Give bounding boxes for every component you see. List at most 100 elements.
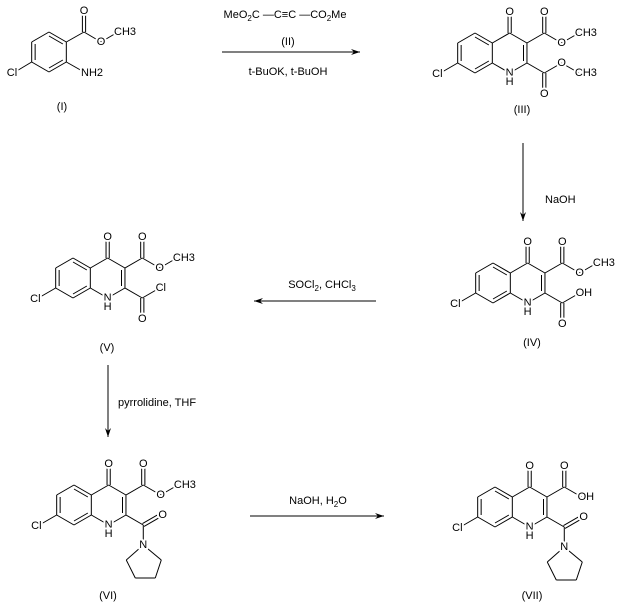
aromatic-inner-bond xyxy=(72,261,88,271)
atom-label: O xyxy=(540,88,549,100)
bond xyxy=(544,292,563,304)
bond xyxy=(107,257,126,269)
reagent-formula-dmad: MeO2C —C≡C —CO2Me xyxy=(224,9,347,23)
bond xyxy=(546,516,565,528)
bond xyxy=(477,486,496,498)
bond xyxy=(527,292,546,304)
bond xyxy=(512,486,530,498)
bond xyxy=(579,262,598,274)
arrowhead-icon xyxy=(254,298,263,304)
bond xyxy=(529,516,548,528)
bond xyxy=(31,61,50,73)
bond xyxy=(527,262,546,274)
atom-label: N xyxy=(139,539,147,551)
aromatic-inner-bond xyxy=(73,512,89,522)
atom-label: O xyxy=(558,236,567,248)
methyl-label: CH3 xyxy=(174,479,196,491)
atom-label: O xyxy=(104,458,113,470)
compound-label: (III) xyxy=(514,104,531,116)
pyrrolidine-bond xyxy=(154,559,162,579)
bond xyxy=(494,486,513,498)
atom-label: O xyxy=(557,57,566,69)
aromatic-inner-bond xyxy=(72,285,88,295)
atom-label: H xyxy=(506,76,514,88)
bond xyxy=(440,62,458,74)
bond xyxy=(160,484,179,496)
atom-label: O xyxy=(138,231,147,243)
atom-label: O xyxy=(557,37,566,49)
atom-label: OH xyxy=(578,491,595,503)
bond xyxy=(100,31,119,43)
atom-label: N xyxy=(105,519,113,531)
atom-label: O xyxy=(97,36,106,48)
atom-label: O xyxy=(158,509,167,521)
bond xyxy=(159,257,178,269)
atom-label: N xyxy=(526,521,534,533)
bond xyxy=(107,287,126,299)
bond xyxy=(458,292,476,304)
bond xyxy=(509,62,528,74)
double-bond xyxy=(564,517,583,529)
reagent-label-ii: (II) xyxy=(281,36,294,48)
bond xyxy=(544,32,562,44)
compound-label: (IV) xyxy=(523,337,541,349)
aromatic-inner-bond xyxy=(73,488,89,498)
pyrrolidine-bond xyxy=(125,544,144,561)
atom-label: O xyxy=(525,460,534,472)
atom-label: H xyxy=(524,306,532,318)
atom-label: H xyxy=(104,301,112,313)
atom-label: N xyxy=(524,297,532,309)
bond xyxy=(143,484,161,496)
atom-label: Cl xyxy=(156,282,166,294)
methyl-label: CH3 xyxy=(114,26,136,38)
aromatic-inner-bond xyxy=(48,59,64,69)
bond xyxy=(477,516,496,528)
aromatic-inner-bond xyxy=(474,36,490,46)
bond xyxy=(72,287,91,299)
bonds xyxy=(14,12,598,581)
aromatic-inner-bond xyxy=(474,60,490,70)
aromatic-inner-bond xyxy=(494,514,510,524)
bond xyxy=(66,61,85,73)
bond xyxy=(529,486,548,498)
atom-label: Cl xyxy=(450,298,460,310)
atom-label: O xyxy=(540,6,549,18)
bond xyxy=(48,31,67,43)
atom-label: O xyxy=(560,460,569,472)
double-bond xyxy=(142,513,161,525)
bond xyxy=(38,287,56,299)
atom-label: Cl xyxy=(432,68,442,80)
atom-label: H xyxy=(526,530,534,542)
bond xyxy=(544,262,563,274)
bond xyxy=(83,31,102,43)
pyrrolidine-bond xyxy=(563,546,583,563)
bond xyxy=(561,32,580,44)
bond xyxy=(492,292,511,304)
bond xyxy=(125,484,144,496)
pyrrolidine-bond xyxy=(575,561,583,581)
atom-label: O xyxy=(156,489,165,501)
bond xyxy=(108,514,127,526)
bond xyxy=(56,484,75,496)
bond xyxy=(90,287,108,299)
methyl-label: CH3 xyxy=(575,67,597,79)
atom-label: O xyxy=(505,6,514,18)
bond xyxy=(55,257,74,269)
bond xyxy=(561,62,580,74)
methyl-label: CH3 xyxy=(575,27,597,39)
methyl-label: CH3 xyxy=(593,257,615,269)
atom-label: O xyxy=(558,318,567,330)
atom-label: H xyxy=(105,528,113,540)
bond xyxy=(90,257,108,269)
arrowhead-icon xyxy=(520,212,526,221)
arrowhead-icon xyxy=(375,513,384,519)
bond xyxy=(475,262,494,274)
aromatic-inner-bond xyxy=(492,266,508,276)
atom-label: Cl xyxy=(452,522,462,534)
pyrrolidine-bond xyxy=(142,544,162,561)
aromatic-inner-bond xyxy=(494,490,510,500)
bond xyxy=(460,516,478,528)
bond xyxy=(66,31,85,43)
bond xyxy=(56,514,75,526)
